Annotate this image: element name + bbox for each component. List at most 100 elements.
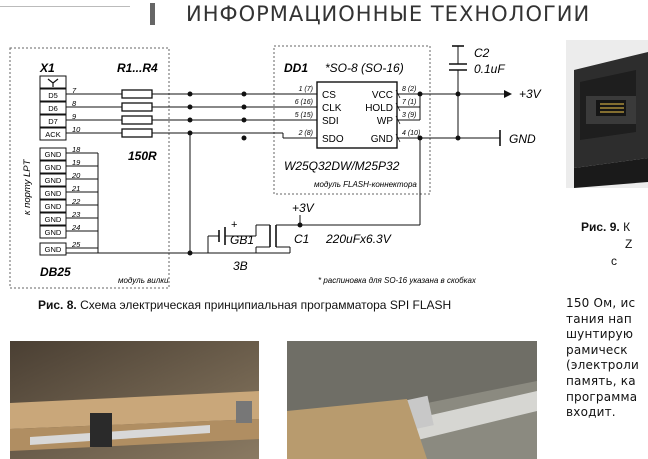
connector-pin-number: 20 [71, 171, 81, 180]
figure-9-line3: с [611, 254, 617, 268]
figure-9-line2: Z [625, 237, 633, 251]
chip-pin-number: 3 (9) [402, 112, 416, 119]
connector-pin-name: D6 [48, 104, 58, 113]
connector-pin-number: 19 [72, 158, 81, 167]
article-line: рамическ [566, 342, 628, 357]
chip-pin-number: 4 (10) [402, 130, 420, 137]
header-bar [150, 3, 155, 25]
figure-9-caption: Рис. 9. К Z с [581, 219, 632, 270]
antenna-icon [47, 78, 59, 87]
chip-pin-number: 5 (15) [295, 112, 313, 119]
junction-dots [187, 91, 461, 256]
connector-ref-label: X1 [39, 61, 55, 75]
resistor-r1 [121, 89, 153, 99]
resistor-r2 [121, 102, 153, 112]
article-line: память, ка [566, 373, 636, 388]
figure-8-caption: Рис. 8. Схема электрическая принципиальн… [38, 298, 451, 312]
battery-plus-label: + [231, 219, 237, 231]
chip-pin-name: GND [371, 134, 393, 145]
article-line: тания нап [566, 311, 632, 326]
connector-pin-name: GND [45, 215, 62, 224]
connector-pin-number: 25 [71, 240, 81, 249]
chip-package-label: *SO-8 (SO-16) [325, 61, 404, 75]
plug-module-label: модуль вилки [118, 276, 169, 285]
connector-pin: GND 20 [39, 171, 81, 187]
connector-pin-number: 24 [71, 223, 80, 232]
battery-ref-label: GB1 [230, 233, 254, 247]
vcc-right-label: +3V [519, 87, 542, 101]
chip-pin-number: 6 (16) [295, 99, 313, 106]
connector-pin: D5 7 [39, 86, 77, 102]
clothespin-photo-left [10, 341, 259, 459]
figure-8-label: Рис. 8. [38, 298, 77, 312]
footnote-label: * распиновка для SO-16 указана в скобках [318, 276, 477, 285]
chip-ref-label: DD1 [284, 61, 308, 75]
resistors-value-label: 150R [128, 149, 157, 163]
resistor-r4 [121, 128, 153, 138]
figure-9-label: Рис. 9. [581, 220, 620, 234]
battery-voltage-label: 3В [233, 259, 248, 273]
chip-pin-name: SDI [322, 116, 339, 127]
connector-pin: GND 18 [39, 145, 81, 161]
connector-pin-number: 23 [71, 210, 81, 219]
article-line: шунтирую [566, 327, 634, 342]
connector-pin-name: GND [45, 150, 62, 159]
connector-side-label: к порту LPT [22, 158, 33, 215]
plug-module-border [9, 47, 170, 289]
clothespin-photo-right [287, 341, 537, 459]
connector-pin: GND 21 [39, 184, 80, 200]
connector-pin: GND 23 [39, 210, 81, 226]
connector-pin-name: ACK [45, 130, 60, 139]
connector-pin-name: GND [45, 189, 62, 198]
chip-pin-name: CS [322, 90, 336, 101]
c1-ref-label: C1 [294, 232, 309, 246]
connector-pin-number: 18 [72, 145, 81, 154]
connector-pin: D7 9 [39, 112, 77, 128]
figure-8-text: Схема электрическая принципиальная прогр… [80, 298, 452, 312]
vcc-bottom-label: +3V [292, 201, 315, 215]
chip-pin-name: VCC [372, 90, 393, 101]
chip-pin-name: CLK [322, 103, 342, 114]
connector-pin [39, 75, 67, 89]
chip-pin-name: HOLD [365, 103, 393, 114]
gnd-right-label: GND [509, 132, 536, 146]
connector-pin-number: 9 [72, 112, 77, 121]
article-text-column: 150 Ом, ис тания нап шунтирую рамическ (… [566, 296, 648, 421]
connector-pin: GND 22 [39, 197, 81, 213]
chip-body [316, 81, 398, 149]
connector-pin: GND 25 [39, 240, 81, 256]
connector-pin: GND 24 [39, 223, 80, 239]
connector-pin-name: GND [45, 228, 62, 237]
connector-pin-name: D5 [48, 91, 58, 100]
c2-ref-label: C2 [474, 46, 490, 60]
page-header-title: ИНФОРМАЦИОННЫЕ ТЕХНОЛОГИИ [186, 2, 591, 26]
connector-pin-name: GND [45, 202, 62, 211]
chip-part-label: W25Q32DW/M25P32 [284, 159, 400, 173]
connector-pin-name: GND [45, 163, 62, 172]
connector-pin-number: 22 [71, 197, 81, 206]
chip-pin-number: 2 (8) [298, 130, 313, 137]
connector-pin-name: D7 [48, 117, 58, 126]
connector-pin-list: D57D68D79ACK10GND18GND19GND20GND21GND22G… [39, 75, 81, 256]
c2-value-label: 0.1uF [474, 62, 505, 76]
connector-pin-name: GND [45, 245, 62, 254]
article-line: программа [566, 389, 638, 404]
connector-pin: GND 19 [39, 158, 81, 174]
chip-pin-number: 8 (2) [402, 86, 416, 93]
connector-pin-number: 21 [71, 184, 80, 193]
chip-pin-name: SDO [322, 134, 344, 145]
device-photo [566, 40, 648, 188]
article-line: 150 Ом, ис [566, 296, 636, 310]
article-line: входит. [566, 405, 616, 420]
connector-pin: D68 [39, 99, 77, 115]
connector-type-label: DB25 [40, 265, 71, 279]
resistors-ref-label: R1...R4 [117, 61, 158, 75]
c1-value-label: 220uFx6.3V [325, 232, 392, 246]
connector-pin-name: GND [45, 176, 62, 185]
chip-pin-number: 7 (1) [402, 99, 416, 106]
flash-module-label: модуль FLASH-коннектора [314, 180, 417, 189]
connector-pin-number: 7 [72, 86, 77, 95]
